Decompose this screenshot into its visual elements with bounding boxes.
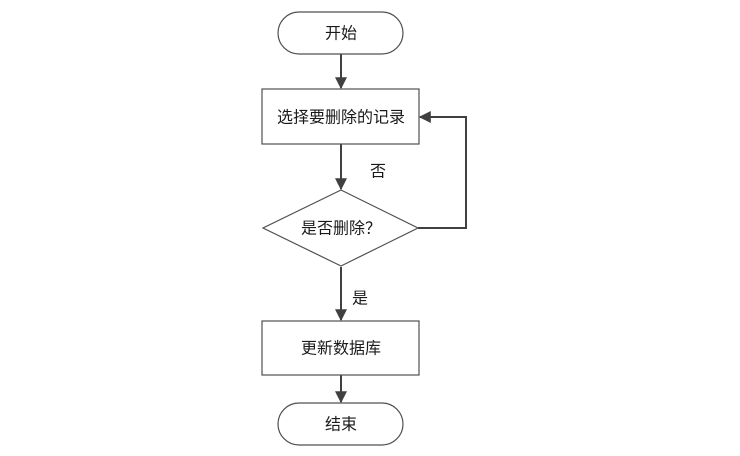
decision-label: 是否删除？ [301,219,381,238]
edge-label-yes: 是 [352,289,368,308]
start-terminal-shape [277,11,404,55]
decision-diamond-shape [261,189,420,267]
node-decision: 是否删除？ [261,189,420,267]
start-label: 开始 [325,24,357,43]
select-record-label: 选择要删除的记录 [277,108,405,127]
edge-decision-no-loop [418,111,467,229]
update-database-process-shape [261,320,420,376]
node-select-record: 选择要删除的记录 [261,88,420,145]
update-database-label: 更新数据库 [301,339,381,358]
end-label: 结束 [325,415,357,434]
node-update-database: 更新数据库 [261,320,420,376]
node-start: 开始 [277,11,404,55]
edge-label-no: 否 [370,162,386,181]
end-terminal-shape [277,402,404,446]
select-record-process-shape [261,88,420,145]
node-end: 结束 [277,402,404,446]
edges [335,54,467,404]
